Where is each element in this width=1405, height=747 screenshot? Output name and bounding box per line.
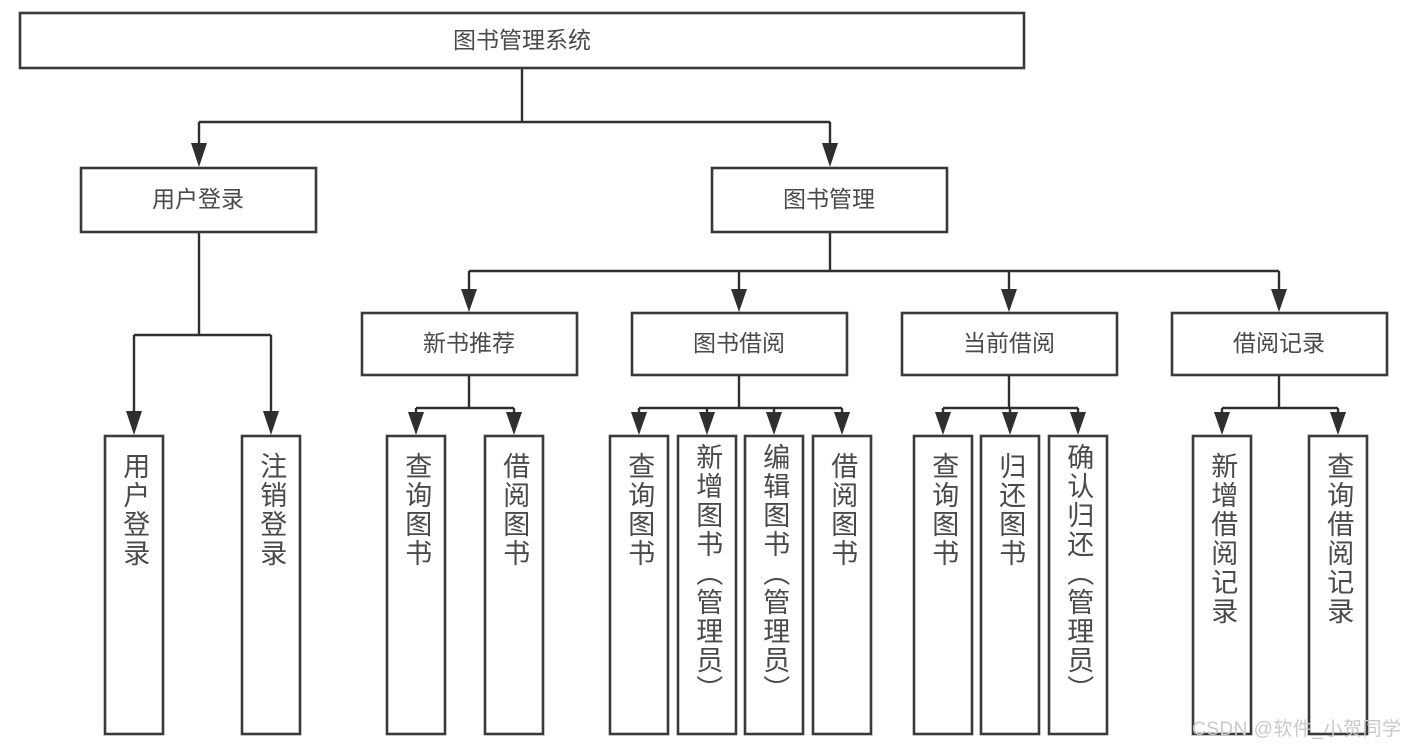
arrow-bb-drop-3 (766, 412, 782, 435)
node-root-label: 图书管理系统 (453, 27, 591, 53)
node-borrow-record-label: 借阅记录 (1233, 330, 1325, 356)
node-leaf-query-book-1-box[interactable] (385, 434, 447, 736)
node-leaf-query-record-box[interactable] (1307, 434, 1369, 736)
node-borrow-record-box[interactable] (1170, 311, 1389, 377)
arrow-cb-drop-1 (935, 412, 951, 435)
arrow-bb-drop-2 (699, 412, 715, 435)
node-new-book-recommend-label: 新书推荐 (423, 330, 515, 356)
arrow-bm-drop-3 (1001, 289, 1017, 312)
arrow-ul-drop-2 (263, 411, 279, 435)
node-book-borrow-label: 图书借阅 (693, 330, 785, 356)
node-new-book-recommend[interactable]: 新书推荐 (360, 311, 579, 377)
node-current-borrow-label: 当前借阅 (963, 330, 1055, 356)
connector-group-current-borrow (935, 375, 1086, 435)
arrow-bm-drop-4 (1271, 289, 1287, 312)
node-root-box[interactable] (18, 11, 1026, 70)
connector-group-book-management (461, 232, 1287, 312)
arrow-cb-drop-2 (1002, 412, 1018, 435)
node-book-management[interactable]: 图书管理 (710, 166, 949, 234)
node-leaf-logout-box[interactable] (240, 434, 302, 736)
node-user-login-box[interactable] (79, 166, 318, 234)
connector-group-user-login (126, 232, 279, 435)
arrow-br-drop-1 (1214, 412, 1230, 435)
arrow-nbr-drop-2 (506, 412, 522, 435)
node-leaf-add-book-box[interactable] (676, 434, 738, 736)
connector-group-book-borrow (631, 375, 850, 435)
node-book-borrow-box[interactable] (630, 311, 849, 377)
node-root[interactable]: 图书管理系统 (18, 11, 1026, 70)
node-leaf-query-book-3-box[interactable] (912, 434, 974, 736)
node-leaf-borrow-book-1-box[interactable] (483, 434, 545, 736)
connector-group-root (191, 68, 838, 167)
node-current-borrow-box[interactable] (900, 311, 1119, 377)
node-book-management-box[interactable] (710, 166, 949, 234)
connector-group-new-book-recommend (408, 375, 522, 435)
arrow-root-to-user-login (191, 143, 207, 167)
arrow-cb-drop-3 (1070, 412, 1086, 435)
arrow-root-to-book-management (822, 143, 838, 167)
watermark: CSDN @软件_小贺同学 (1192, 719, 1402, 740)
node-borrow-record[interactable]: 借阅记录 (1170, 311, 1389, 377)
node-leaf-add-record-box[interactable] (1191, 434, 1253, 736)
connector-group-borrow-record (1214, 375, 1346, 435)
node-user-login-label: 用户登录 (152, 186, 244, 212)
node-leaf-query-book-2-box[interactable] (608, 434, 670, 736)
arrow-bm-drop-1 (461, 289, 477, 312)
arrow-bm-drop-2 (731, 289, 747, 312)
node-book-borrow[interactable]: 图书借阅 (630, 311, 849, 377)
arrow-nbr-drop-1 (408, 412, 424, 435)
node-book-management-label: 图书管理 (783, 186, 875, 212)
node-leaf-return-book-box[interactable] (979, 434, 1041, 736)
node-current-borrow[interactable]: 当前借阅 (900, 311, 1119, 377)
arrow-bb-drop-1 (631, 412, 647, 435)
arrow-bb-drop-4 (834, 412, 850, 435)
node-leaf-confirm-return-box[interactable] (1047, 434, 1109, 736)
node-leaf-user-login-box[interactable] (103, 434, 165, 736)
arrow-ul-drop-1 (126, 411, 142, 435)
node-user-login[interactable]: 用户登录 (79, 166, 318, 234)
node-leaf-borrow-book-2-box[interactable] (811, 434, 873, 736)
arrow-br-drop-2 (1330, 412, 1346, 435)
node-new-book-recommend-box[interactable] (360, 311, 579, 377)
node-leaf-edit-book-box[interactable] (743, 434, 805, 736)
